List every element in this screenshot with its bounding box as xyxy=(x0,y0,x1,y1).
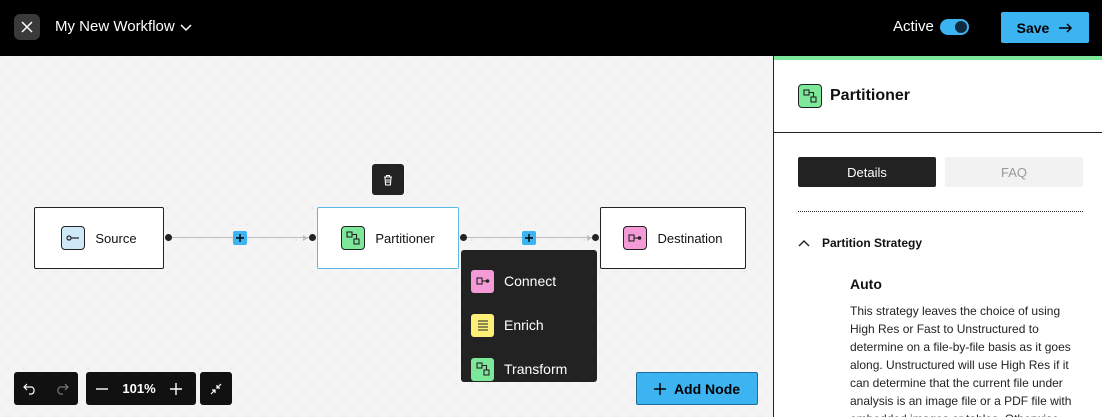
workflow-title[interactable]: My New Workflow xyxy=(55,18,175,35)
collapse-icon xyxy=(210,383,222,394)
history-controls xyxy=(14,372,78,405)
active-label: Active xyxy=(893,18,934,35)
menu-item-enrich[interactable]: Enrich xyxy=(461,303,597,347)
node-partitioner[interactable]: Partitioner xyxy=(317,207,459,269)
close-button[interactable] xyxy=(14,14,40,40)
panel-title: Partitioner xyxy=(830,87,911,104)
zoom-out-button[interactable] xyxy=(86,372,118,405)
node-label: Partitioner xyxy=(375,230,435,246)
arrow-right-icon xyxy=(1059,22,1073,33)
plus-icon xyxy=(170,382,182,395)
strategy-description: This strategy leaves the choice of using… xyxy=(850,304,1072,417)
redo-icon xyxy=(57,383,69,395)
menu-item-label: Enrich xyxy=(504,317,544,333)
add-step-button[interactable] xyxy=(233,231,247,245)
menu-item-connect[interactable]: Connect xyxy=(461,259,597,303)
toggle-knob xyxy=(955,21,967,33)
connect-icon xyxy=(471,269,494,293)
save-button[interactable]: Save xyxy=(1001,12,1089,43)
undo-icon xyxy=(23,383,35,395)
undo-button[interactable] xyxy=(14,372,46,405)
destination-input-port[interactable] xyxy=(592,234,599,241)
source-output-port[interactable] xyxy=(165,234,172,241)
plus-icon xyxy=(525,234,533,242)
tab-details[interactable]: Details xyxy=(798,157,936,187)
enrich-icon xyxy=(471,313,494,337)
zoom-in-button[interactable] xyxy=(160,372,192,405)
destination-icon xyxy=(623,226,648,250)
divider xyxy=(798,211,1083,212)
trash-icon xyxy=(384,174,392,186)
plus-icon xyxy=(653,382,666,395)
menu-item-label: Connect xyxy=(504,273,557,289)
partitioner-icon xyxy=(341,226,366,250)
save-button-label: Save xyxy=(1016,19,1050,36)
edge-arrowhead xyxy=(587,235,592,241)
node-source[interactable]: Source xyxy=(34,207,164,269)
menu-item-transform[interactable]: Transform xyxy=(461,347,597,391)
partition-strategy-toggle[interactable]: Partition Strategy xyxy=(798,236,922,250)
add-node-label: Add Node xyxy=(673,380,741,397)
delete-node-button[interactable] xyxy=(372,164,404,195)
minus-icon xyxy=(96,387,108,390)
zoom-controls: 101% xyxy=(86,372,196,405)
panel-header: Partitioner xyxy=(774,60,1102,133)
transform-icon xyxy=(471,357,494,381)
node-details-panel: Partitioner Details FAQ Partition Strate… xyxy=(773,56,1102,417)
section-title: Partition Strategy xyxy=(822,236,923,250)
active-toggle[interactable] xyxy=(940,19,969,35)
partitioner-input-port[interactable] xyxy=(309,234,316,241)
chevron-up-icon xyxy=(798,240,810,247)
menu-item-label: Transform xyxy=(504,361,568,377)
redo-button[interactable] xyxy=(46,372,78,405)
fit-view-controls xyxy=(200,372,232,405)
node-label: Destination xyxy=(657,230,723,246)
plus-icon xyxy=(236,234,244,242)
panel-accent-bar xyxy=(774,56,1102,60)
fit-view-button[interactable] xyxy=(200,372,232,405)
add-step-button[interactable] xyxy=(522,231,536,245)
edge-arrowhead xyxy=(303,235,308,241)
strategy-name: Auto xyxy=(850,276,882,292)
partitioner-icon xyxy=(798,84,822,108)
node-destination[interactable]: Destination xyxy=(600,207,746,269)
zoom-level: 101% xyxy=(122,381,156,396)
tab-faq[interactable]: FAQ xyxy=(945,157,1083,187)
partitioner-output-port[interactable] xyxy=(460,234,467,241)
add-step-menu: Connect Enrich Transform xyxy=(461,250,597,382)
close-icon xyxy=(21,21,33,33)
workflow-canvas[interactable]: Source Partitioner Destination Connect E… xyxy=(0,56,773,417)
node-label: Source xyxy=(95,230,137,246)
chevron-down-icon[interactable] xyxy=(178,20,194,36)
add-node-button[interactable]: Add Node xyxy=(636,372,758,405)
top-bar: My New Workflow Active Save xyxy=(0,0,1102,56)
source-icon xyxy=(61,226,86,250)
